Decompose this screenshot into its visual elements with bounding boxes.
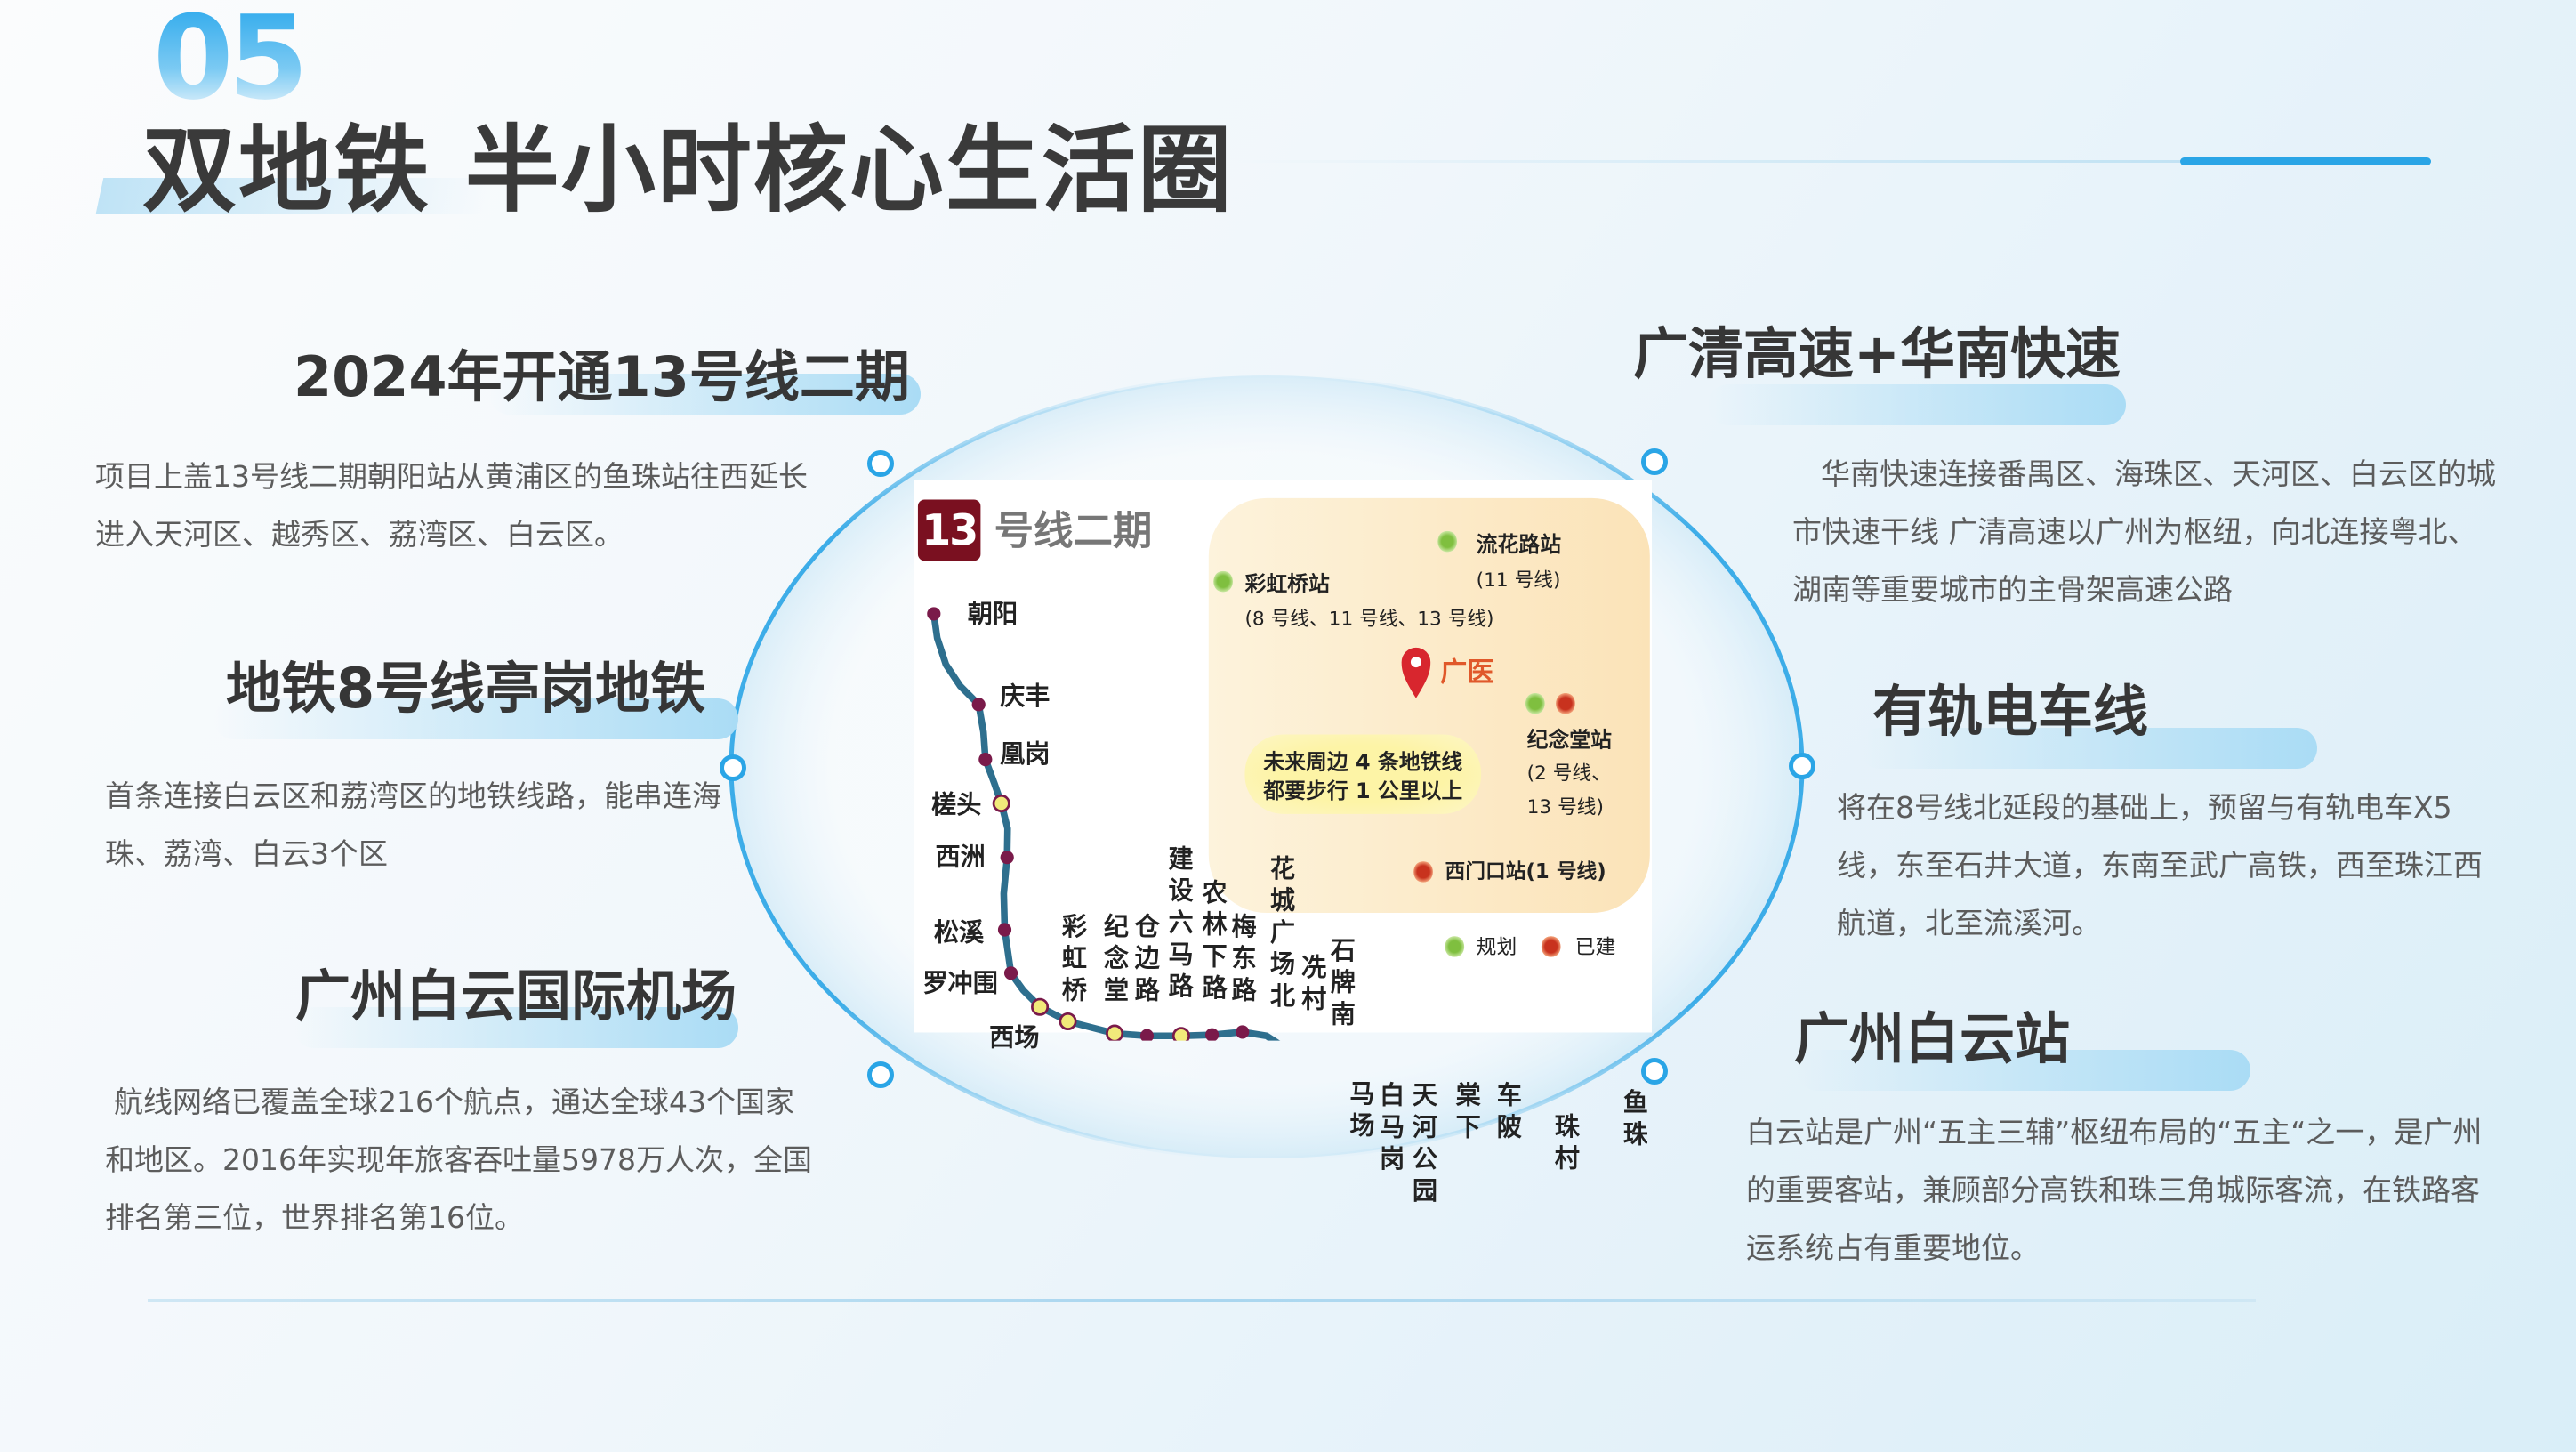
body-line8: 首条连接白云区和荔湾区的地铁线路，能串连海珠、荔湾、白云3个区: [105, 778, 721, 871]
station-dot: [971, 698, 986, 712]
ring-node: [1641, 1058, 1668, 1085]
body-tram: 将在8号线北延段的基础上，预留与有轨电车X5线，东至石井大道，东南至武广高铁，西…: [1837, 790, 2483, 940]
heading-underlay: [489, 374, 921, 415]
station-label: 纪念堂: [1099, 913, 1129, 1009]
heading-underlay: [294, 1007, 738, 1048]
poi-lines: 13 号线): [1526, 795, 1604, 819]
heading-airport: 广州白云国际机场: [295, 964, 737, 1028]
note-line: 都要步行 1 公里以上: [1263, 778, 1463, 803]
station-label: 马场: [1345, 1080, 1374, 1144]
station-label: 松溪: [933, 917, 985, 948]
ring-node: [867, 1061, 894, 1088]
interchange-dot: [1059, 1012, 1077, 1031]
built-station-icon: [1556, 692, 1575, 715]
header-accent-bar: [2180, 157, 2431, 165]
map-highlight-area: [1208, 497, 1650, 914]
legend-planned-label: 规划: [1476, 934, 1517, 959]
station-label: 槎头: [931, 790, 982, 819]
station-label: 天河公园: [1407, 1081, 1437, 1209]
station-label: 罗冲围: [922, 968, 998, 998]
body-airport: 航线网络已覆盖全球216个航点，通达全球43个国家和地区。2016年实现年旅客吞…: [105, 1085, 812, 1235]
poi-name: 彩虹桥站: [1244, 571, 1330, 597]
section-number: 05: [153, 0, 309, 125]
station-dot: [1139, 1028, 1155, 1041]
planned-station-icon: [1525, 692, 1545, 715]
legend-built-icon: [1541, 935, 1561, 958]
poi-lines: (11 号线): [1476, 569, 1561, 592]
body-baiyun-station: 白云站是广州“五主三辅”枢纽布局的“五主“之一，是广州的重要客站，兼顾部分高铁和…: [1746, 1115, 2483, 1265]
heading-tram: 有轨电车线: [1872, 679, 2149, 744]
heading-underlay: [1859, 728, 2317, 769]
interchange-dot: [992, 794, 1010, 812]
heading-baiyun-station: 广州白云站: [1794, 1006, 2071, 1071]
interchange-dot: [1171, 1027, 1190, 1041]
page-title: 双地铁 半小时核心生活圈: [142, 116, 1234, 225]
body-highway: 华南快速连接番禺区、海珠区、天河区、白云区的城市快速干线 广清高速以广州为枢纽，…: [1792, 456, 2496, 607]
station-label: 白马岗: [1374, 1081, 1405, 1178]
hospital-label: 广医: [1440, 656, 1494, 688]
station-label: 梅东路: [1227, 913, 1256, 1009]
station-label: 建设六马路: [1163, 845, 1193, 1005]
planned-station-icon: [1213, 570, 1233, 593]
route-line: [927, 607, 1431, 1041]
poi-lines: (8 号线、11 号线、13 号线): [1244, 607, 1494, 630]
note-bubble: 未来周边 4 条地铁线 都要步行 1 公里以上: [1244, 734, 1482, 814]
ring-node: [867, 450, 894, 477]
poi-name: 西门口站(1 号线): [1445, 859, 1606, 883]
heading-underlay: [213, 698, 738, 739]
station-label: 农林下路: [1197, 879, 1227, 1007]
location-pin-icon: [1401, 647, 1431, 698]
poi-name: 纪念堂站: [1526, 727, 1613, 753]
station-label: 车陂: [1492, 1081, 1522, 1146]
station-dot: [1205, 1028, 1220, 1041]
station-dot: [1000, 851, 1014, 865]
station-label: 仓边路: [1130, 913, 1159, 1009]
station-label: 彩虹桥: [1057, 913, 1087, 1009]
stations: [927, 607, 1250, 1041]
station-dot: [927, 607, 941, 621]
heading-highway: 广清高速+华南快速: [1633, 321, 2121, 386]
station-dot: [1236, 1025, 1250, 1039]
heading-underlay: [1708, 384, 2126, 425]
built-station-icon: [1413, 860, 1433, 883]
heading-line8: 地铁8号线亭岗地铁: [226, 656, 706, 721]
station-label: 鱼珠: [1618, 1088, 1648, 1153]
station-label: 花城广场北: [1265, 854, 1295, 1014]
metro-line13-map: 13 号线二期: [907, 472, 1663, 1209]
station-label: 石牌南: [1325, 937, 1356, 1033]
line-badge: 13: [917, 499, 981, 561]
ring-node: [720, 754, 746, 781]
legend-planned-icon: [1445, 935, 1465, 958]
interchange-dot: [1031, 997, 1050, 1016]
station-label: 凰岗: [1000, 739, 1051, 769]
body-line13: 项目上盖13号线二期朝阳站从黄浦区的鱼珠站往西延长进入天河区、越秀区、荔湾区、白…: [95, 459, 808, 552]
ring-node: [1641, 448, 1668, 475]
interchange-dot: [1106, 1024, 1124, 1041]
legend-built-label: 已建: [1574, 934, 1616, 959]
station-label: 冼村: [1297, 954, 1326, 1018]
station-label: 西场: [989, 1023, 1040, 1053]
station-label: 庆丰: [1000, 682, 1051, 711]
planned-station-icon: [1437, 530, 1457, 553]
heading-line13: 2024年开通13号线二期: [294, 344, 910, 409]
heading-underlay: [1797, 1050, 2250, 1091]
station-label: 珠村: [1550, 1112, 1580, 1177]
footer-divider: [148, 1299, 2256, 1302]
station-label: 朝阳: [967, 600, 1018, 629]
station-dot: [1003, 966, 1018, 980]
station-dot: [997, 923, 1012, 937]
ring-node: [1789, 753, 1815, 779]
poi-lines: (2 号线、: [1526, 762, 1611, 785]
poi-name: 流花路站: [1476, 532, 1562, 557]
map-title: 号线二期: [994, 507, 1153, 554]
note-line: 未来周边 4 条地铁线: [1263, 749, 1463, 775]
station-label: 棠下: [1451, 1081, 1481, 1146]
station-label: 西洲: [935, 842, 986, 872]
header-divider: [1236, 160, 2431, 163]
station-dot: [978, 753, 993, 767]
